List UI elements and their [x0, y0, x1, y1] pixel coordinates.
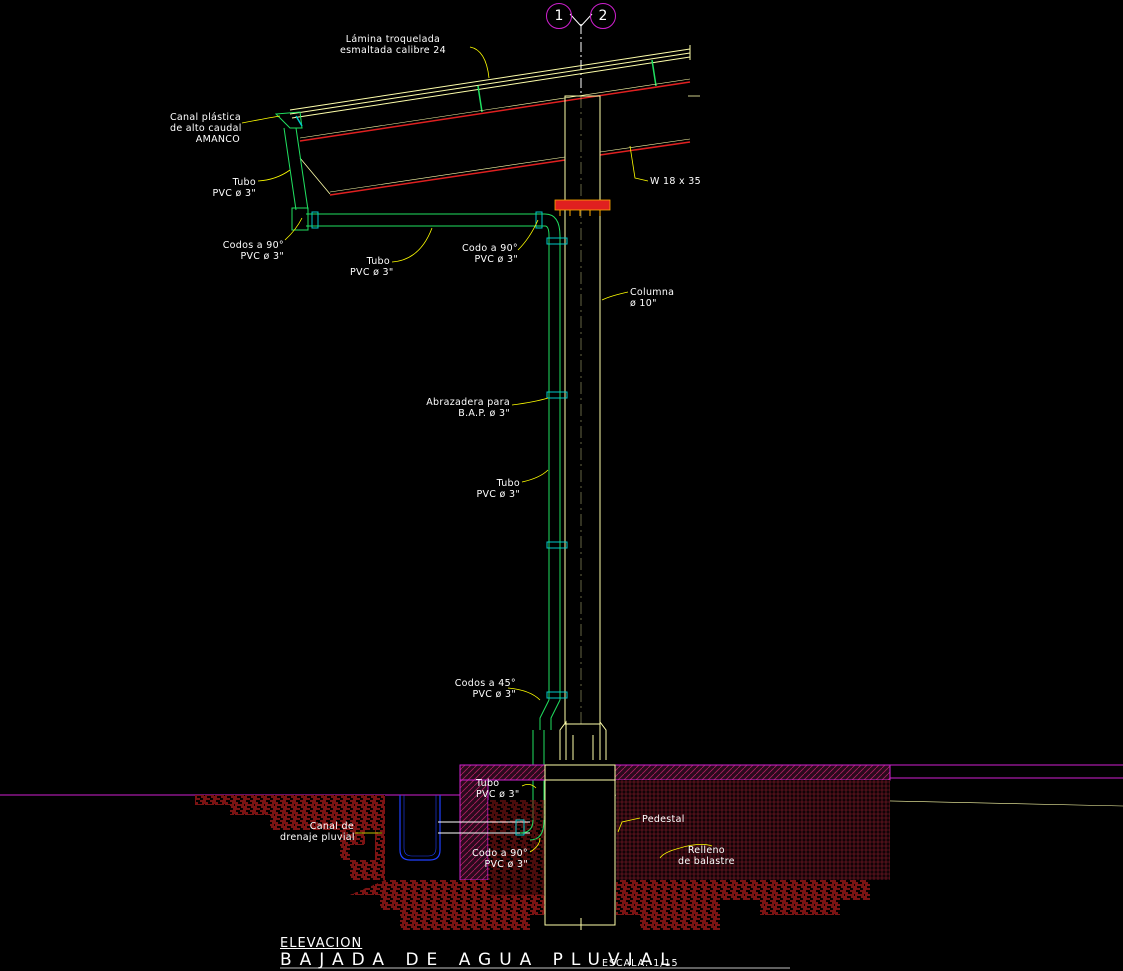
leaders [241, 46, 713, 859]
title-view: ELEVACION [280, 936, 363, 951]
label-codos-90-izq: Codos a 90° PVC ø 3" [222, 240, 284, 262]
label-canal: Canal plástica de alto caudal AMANCO [170, 112, 242, 145]
pipe-bottom [438, 819, 545, 841]
label-codo-90-bajo: Codo a 90° PVC ø 3" [472, 848, 528, 870]
label-tubo-vertical: Tubo PVC ø 3" [476, 478, 520, 500]
soil [195, 795, 870, 930]
anchor-bolts [559, 720, 607, 760]
roof-sheet [289, 45, 691, 119]
pedestal [544, 764, 616, 930]
label-abrazadera: Abrazadera para B.A.P. ø 3" [426, 397, 510, 419]
label-columna: Columna ø 10" [630, 287, 675, 309]
title-scale: ESCALA: 1/15 [602, 958, 679, 969]
label-codo-90-der: Codo a 90° PVC ø 3" [462, 243, 518, 265]
steel-beam [299, 78, 700, 196]
label-codos-45: Codos a 45° PVC ø 3" [454, 678, 516, 700]
label-tubo-inclinado: Tubo PVC ø 3" [212, 177, 256, 199]
pipe-inclined [283, 127, 309, 211]
base-plate [554, 199, 611, 216]
label-tubo-bajo: Tubo PVC ø 3" [476, 778, 520, 800]
grid-bubble-1: 1 [546, 3, 572, 29]
label-relleno: Relleno de balastre [678, 845, 735, 867]
label-pedestal: Pedestal [642, 814, 685, 825]
label-viga: W 18 x 35 [650, 176, 701, 187]
drainage-channel [399, 795, 441, 861]
label-tubo-horizontal: Tubo PVC ø 3" [350, 256, 394, 278]
pipe-horizontal [291, 207, 561, 237]
label-lamina: Lámina troquelada esmaltada calibre 24 [340, 34, 446, 56]
gutter [274, 111, 303, 129]
grid-bubble-2: 2 [590, 3, 616, 29]
title-name: BAJADA DE AGUA PLUVIAL [280, 950, 678, 970]
label-canal-drenaje: Canal de drenaje pluvial [280, 821, 355, 843]
